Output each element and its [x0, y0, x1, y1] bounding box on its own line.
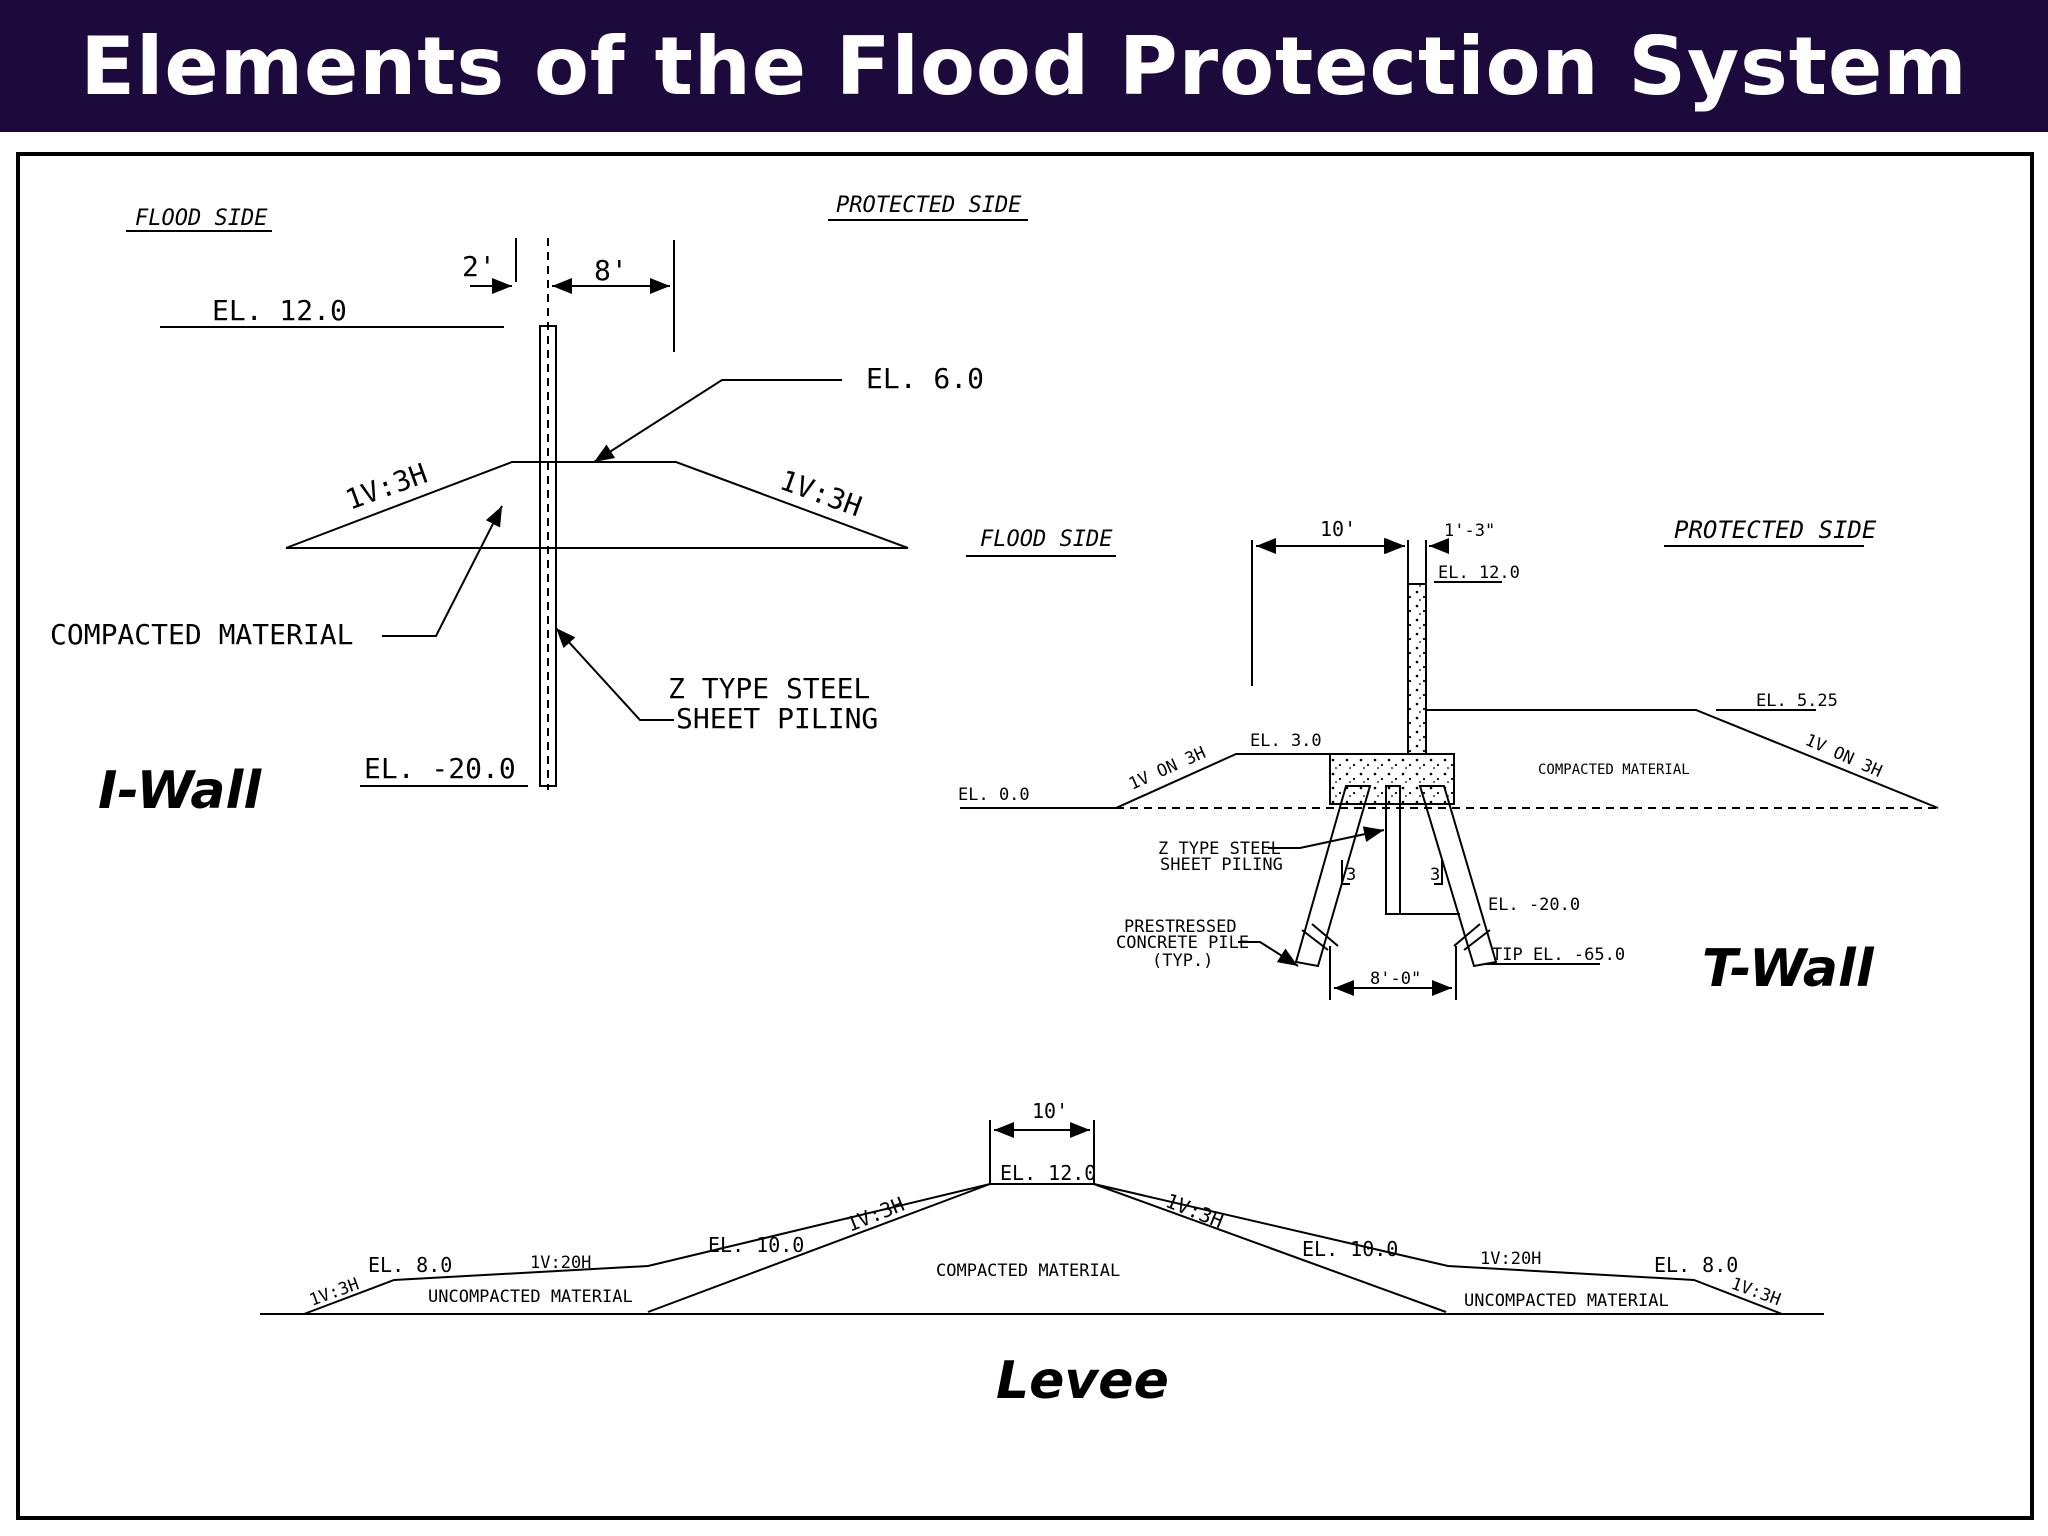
twall-pile-right [1418, 785, 1498, 968]
iwall-protected-side-label: PROTECTED SIDE [836, 193, 1022, 218]
piling-leader [555, 627, 674, 721]
levee-diagram: 10' EL. 12.0 1V:3H 1V:3H EL. 10.0 EL. 10… [260, 1099, 1824, 1411]
twall-batter-right: 3 [1430, 865, 1440, 885]
twall-flood-side-ground [960, 753, 1330, 809]
iwall-slope-left: 1V:3H [341, 457, 431, 517]
levee-slope-berm-right: 1V:20H [1480, 1249, 1541, 1269]
twall-protected-side-ground [1426, 709, 1939, 809]
levee-el-crown: EL. 12.0 [1000, 1161, 1096, 1185]
drawing-frame [16, 152, 2034, 1520]
iwall-label: I-Wall [98, 761, 262, 821]
slide-title: Elements of the Flood Protection System [80, 19, 1968, 113]
twall-pile-line2: CONCRETE PILE [1116, 933, 1249, 953]
levee-el-right-outer: EL. 8.0 [1654, 1253, 1738, 1277]
twall-flood-side-label: FLOOD SIDE [980, 527, 1113, 552]
twall-el-top: EL. 12.0 [1438, 563, 1520, 583]
iwall-compacted-label: COMPACTED MATERIAL [50, 618, 353, 651]
iwall-flood-side-label: FLOOD SIDE [135, 206, 268, 231]
iwall-sheet-pile [539, 325, 557, 787]
levee-uncompacted-right: UNCOMPACTED MATERIAL [1464, 1291, 1669, 1311]
twall-dim-wall: 1'-3" [1444, 521, 1495, 541]
title-bar: Elements of the Flood Protection System [0, 0, 2048, 132]
pile-leader [1238, 941, 1299, 967]
el-leader [593, 379, 842, 463]
compacted-leader [382, 505, 503, 637]
twall-compacted-label: COMPACTED MATERIAL [1538, 762, 1690, 778]
levee-core-right [1093, 1183, 1447, 1313]
twall-pile-line3: (TYP.) [1152, 951, 1213, 971]
twall-diagram: FLOOD SIDE PROTECTED SIDE 10' 1'-3" EL. … [958, 516, 1940, 1000]
iwall-diagram: FLOOD SIDE PROTECTED SIDE 2' 8' EL. 12.0… [50, 193, 1028, 821]
twall-el-piling: EL. -20.0 [1488, 895, 1580, 915]
batter-marker-left [1341, 860, 1350, 885]
levee-core-left [647, 1183, 991, 1313]
twall-dim-bottom: 8'-0" [1370, 969, 1421, 989]
twall-slope-left: 1V ON 3H [1126, 743, 1209, 795]
pile-cut-mark [1463, 929, 1491, 951]
levee-slope-main-left: 1V:3H [843, 1192, 908, 1237]
piling-leader [1268, 826, 1385, 849]
batter-marker-right [1434, 860, 1443, 885]
twall-dim-top: 10' [1320, 517, 1356, 541]
twall-label: T-Wall [1702, 939, 1875, 999]
twall-pile-line1: PRESTRESSED [1124, 917, 1237, 937]
iwall-piling-line2: SHEET PILING [676, 702, 878, 735]
pile-cut-mark [1311, 923, 1339, 947]
iwall-dim-2ft: 2' [462, 250, 496, 283]
levee-profile [303, 1183, 1783, 1315]
iwall-dim-8ft: 8' [594, 254, 628, 287]
twall-el-zero: EL. 0.0 [958, 785, 1030, 805]
twall-el-right: EL. 5.25 [1756, 691, 1838, 711]
levee-label: Levee [996, 1351, 1169, 1411]
iwall-el-top: EL. 12.0 [212, 294, 347, 327]
twall-protected-side-label: PROTECTED SIDE [1674, 516, 1877, 544]
twall-pile-left [1294, 785, 1372, 968]
twall-batter-left: 3 [1346, 865, 1356, 885]
twall-sheet-pile [1385, 785, 1401, 915]
levee-uncompacted-left: UNCOMPACTED MATERIAL [428, 1287, 633, 1307]
levee-slope-main-right: 1V:3H [1162, 1188, 1227, 1233]
twall-slope-right: 1V ON 3H [1802, 730, 1885, 782]
twall-el-tip: TIP EL. -65.0 [1492, 945, 1625, 965]
iwall-slope-right: 1V:3H [776, 464, 866, 524]
levee-compacted-label: COMPACTED MATERIAL [936, 1261, 1120, 1281]
iwall-el-ground: EL. 6.0 [866, 362, 984, 395]
pile-cut-mark [1301, 929, 1329, 951]
twall-el-berm: EL. 3.0 [1250, 731, 1322, 751]
iwall-piling-line1: Z TYPE STEEL [668, 672, 870, 705]
levee-dim-crown: 10' [1032, 1099, 1068, 1123]
levee-el-right-mid: EL. 10.0 [1302, 1237, 1398, 1261]
levee-el-left-mid: EL. 10.0 [708, 1233, 804, 1257]
twall-stem [1407, 583, 1427, 755]
levee-el-left-outer: EL. 8.0 [368, 1253, 452, 1277]
twall-piling-line1: Z TYPE STEEL [1158, 839, 1281, 859]
levee-slope-toe-left: 1V:3H [307, 1274, 362, 1310]
iwall-el-tip: EL. -20.0 [364, 752, 516, 785]
levee-slope-berm-left: 1V:20H [530, 1253, 591, 1273]
pile-cut-mark [1453, 923, 1481, 947]
twall-piling-line2: SHEET PILING [1160, 855, 1283, 875]
twall-base-slab [1329, 753, 1455, 805]
